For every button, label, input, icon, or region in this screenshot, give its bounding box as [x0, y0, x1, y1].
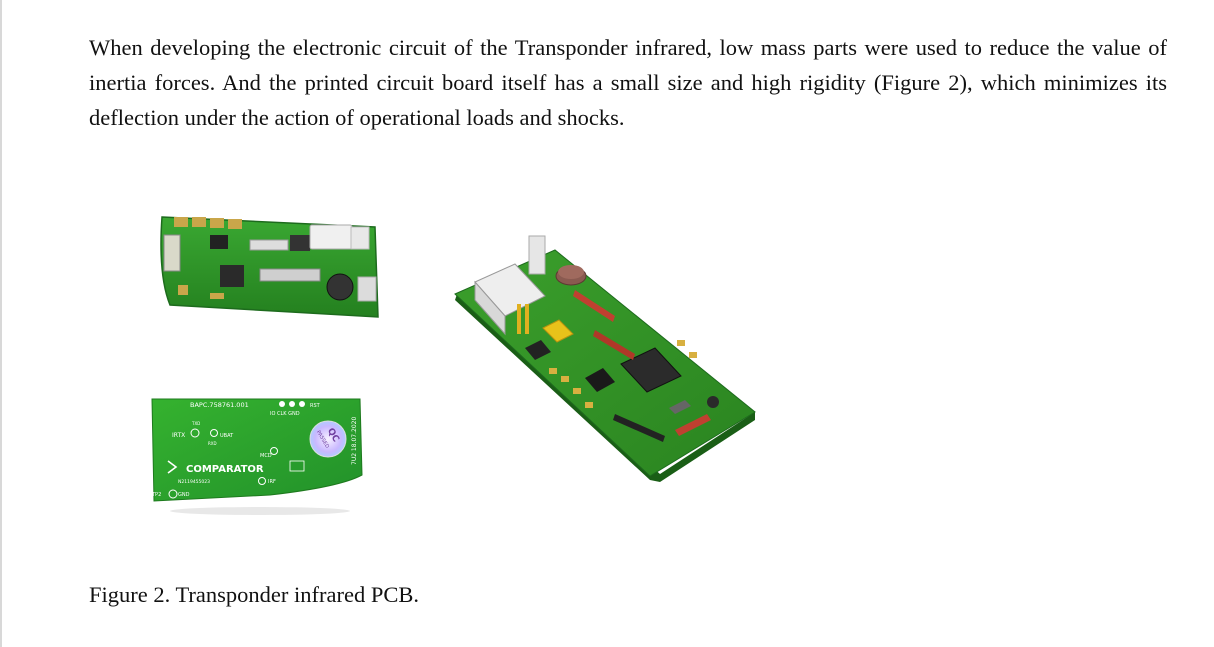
pad [573, 388, 581, 394]
header-pad [299, 401, 305, 407]
irf-label: IRF [268, 479, 276, 485]
ubat-pad [210, 429, 218, 437]
irtx-pad [190, 428, 200, 438]
irf-pad [258, 477, 266, 485]
component-row [259, 268, 321, 282]
connector-side [474, 280, 506, 336]
component-row [573, 290, 615, 322]
connector-pin-housing [528, 235, 546, 275]
pcb-photo-bottom: ВАРС.758761.001 RST IO CLK GND IRTX TXD … [151, 398, 363, 515]
inductor-top [558, 265, 584, 279]
main-ic [220, 265, 244, 287]
gnd-label: GND [178, 492, 190, 498]
page-left-border [0, 0, 2, 647]
pad [677, 340, 685, 346]
mcd-label: MCD [260, 453, 272, 459]
brand-label: COMPARATOR [186, 464, 264, 475]
rxd-pad-group [289, 460, 305, 472]
pad [549, 368, 557, 374]
serial-label: N2119455023 [178, 479, 210, 485]
figure-caption: Figure 2. Transponder infrared PCB. [89, 582, 419, 607]
pad-row [210, 218, 224, 228]
pcb-photo-top [160, 216, 379, 318]
pad [689, 352, 697, 358]
pad-row [228, 219, 242, 229]
pad [178, 285, 188, 295]
component-row [613, 414, 665, 442]
white-connector [309, 224, 353, 250]
header-pad [289, 401, 295, 407]
component-row [249, 239, 289, 251]
small-chip [290, 235, 310, 251]
ubat-label: UBAT [220, 433, 234, 439]
small-chip [585, 368, 615, 392]
ir-receiver [707, 396, 719, 408]
tp-label: TP2 [151, 492, 161, 498]
pad [585, 402, 593, 408]
pad [561, 376, 569, 382]
board-top-face [454, 249, 756, 477]
comparator-logo-icon [167, 460, 178, 474]
pad [210, 293, 224, 299]
connector-pin [517, 304, 521, 334]
pcb-3d-render [454, 235, 756, 482]
rst-label: RST [310, 403, 321, 409]
small-chip [525, 340, 551, 360]
pad-row [174, 217, 188, 227]
yellow-capacitor [542, 319, 574, 343]
txd-label: TXD [191, 421, 200, 426]
connector-pin [525, 304, 529, 334]
gnd-pad [168, 489, 178, 499]
pcb-board-bottom [151, 398, 363, 502]
pad-row [192, 217, 206, 227]
mcd-pad [270, 447, 278, 455]
date-label: 7U2 18.07.2020 [351, 417, 358, 465]
component-row [675, 414, 711, 436]
side-connector [163, 234, 181, 272]
component-row [593, 330, 635, 360]
header-pad [279, 401, 285, 407]
small-component [669, 400, 691, 414]
part-number: ВАРС.758761.001 [190, 401, 249, 409]
irtx-label: IRTX [172, 432, 185, 439]
body-paragraph: When developing the electronic circuit o… [89, 35, 1167, 130]
ir-led [357, 276, 377, 302]
main-ic [620, 347, 682, 393]
small-chip [210, 235, 228, 249]
qc-sticker [309, 420, 347, 458]
rxd-label: RXD [208, 441, 217, 446]
inductor [326, 273, 354, 301]
board-shadow [170, 507, 350, 515]
header-pins-label: IO CLK GND [270, 411, 300, 417]
connector-pins [350, 226, 370, 250]
